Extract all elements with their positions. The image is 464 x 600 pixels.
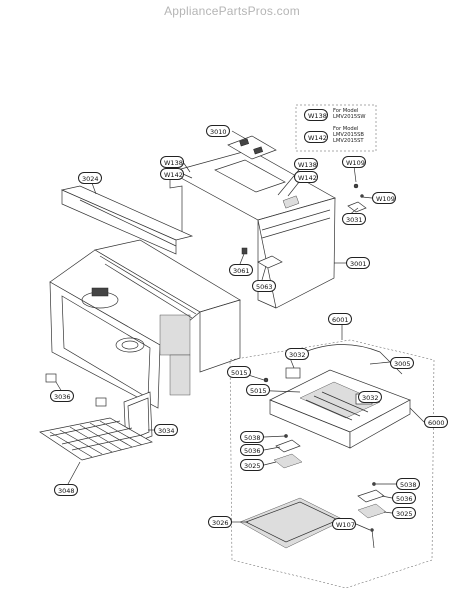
callout-5036-b: 5036 <box>392 492 416 504</box>
callout-5038-a: 5038 <box>240 431 264 443</box>
grease-filter-left <box>273 434 303 469</box>
note-w138-line-1: For Model <box>333 108 359 114</box>
callout-5063: 5063 <box>252 280 276 292</box>
callout-3010: 3010 <box>206 125 230 137</box>
callout-w109-b: W109 <box>372 192 396 204</box>
note-w142-line-3: LMV2015ST <box>333 138 364 144</box>
callout-3025-b: 3025 <box>392 507 416 519</box>
grease-filter-right <box>357 482 387 519</box>
note-w142-line-2: LMV2015SB <box>333 132 364 138</box>
cabinet-wrapper-3001 <box>169 149 336 309</box>
callout-6000: 6000 <box>424 416 448 428</box>
callout-w138-a: W138 <box>160 156 184 168</box>
callout-3001: 3001 <box>346 257 370 269</box>
callout-3025-a: 3025 <box>240 459 264 471</box>
callout-3034: 3034 <box>154 424 178 436</box>
callout-3024: 3024 <box>78 172 102 184</box>
callout-3032-b: 3032 <box>358 391 382 403</box>
callout-5038-b: 5038 <box>396 478 420 490</box>
callout-3036: 3036 <box>50 390 74 402</box>
callout-w142-a: W142 <box>160 168 184 180</box>
callout-w142-note: W142 <box>304 131 328 143</box>
charcoal-filter-3026 <box>239 497 345 549</box>
callout-w107: W107 <box>332 518 356 530</box>
control-panel-3024 <box>60 185 194 255</box>
callout-w109-a: W109 <box>342 156 366 168</box>
wire-rack-3048 <box>39 417 153 461</box>
callout-w142-b: W142 <box>294 171 318 183</box>
screw-w107 <box>370 528 375 549</box>
bracket-3031 <box>347 183 367 213</box>
vent-plate-3010 <box>227 135 277 160</box>
callout-w138-note: W138 <box>304 109 328 121</box>
callout-3005: 3005 <box>390 357 414 369</box>
callout-3048: 3048 <box>54 484 78 496</box>
oven-cavity-body <box>49 239 241 409</box>
callout-3032-a: 3032 <box>285 348 309 360</box>
note-w142-line-1: For Model <box>333 126 359 132</box>
callout-3031: 3031 <box>342 213 366 225</box>
note-w138-line-2: LMV2015SW <box>333 114 366 120</box>
latch-3036 <box>45 373 107 407</box>
watermark-text: AppliancePartsPros.com <box>164 4 300 18</box>
callout-6001: 6001 <box>328 313 352 325</box>
callout-3026: 3026 <box>208 516 232 528</box>
callout-5015-a: 5015 <box>227 366 251 378</box>
callout-5036-a: 5036 <box>240 444 264 456</box>
hood-assembly-box-6001 <box>229 339 435 589</box>
bracket-3061-5063 <box>241 247 283 269</box>
callout-5015-b: 5015 <box>246 384 270 396</box>
callout-w138-b: W138 <box>294 158 318 170</box>
callout-3061: 3061 <box>229 264 253 276</box>
